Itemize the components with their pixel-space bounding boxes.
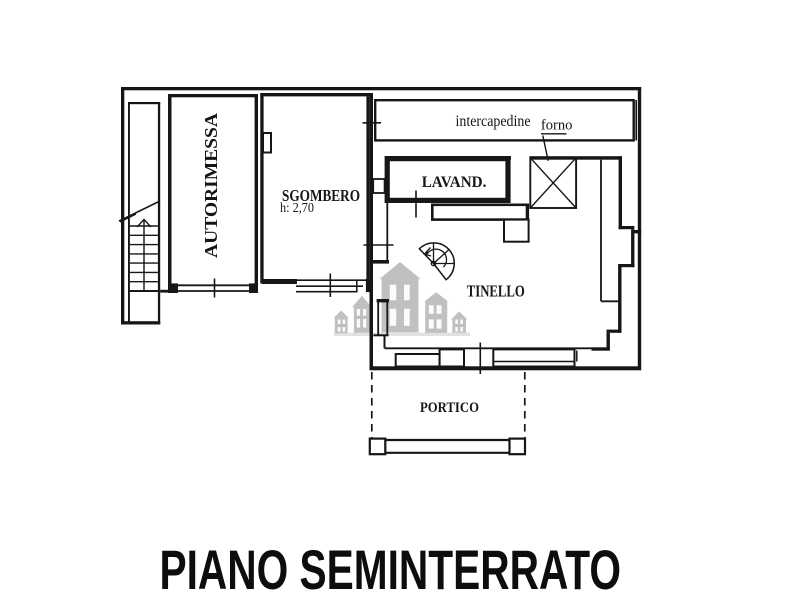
svg-text:LAVAND.: LAVAND. [422,174,487,191]
svg-text:intercapedine: intercapedine [456,113,531,130]
svg-text:PIANO SEMINTERRATO: PIANO SEMINTERRATO [160,538,622,600]
svg-text:TINELLO: TINELLO [467,282,525,301]
svg-text:forno: forno [541,118,573,134]
svg-text:h: 2,70: h: 2,70 [280,201,314,216]
svg-text:PORTICO: PORTICO [420,400,479,416]
svg-text:SGOMBERO: SGOMBERO [282,186,360,205]
svg-text:AUTORIMESSA: AUTORIMESSA [201,113,221,258]
